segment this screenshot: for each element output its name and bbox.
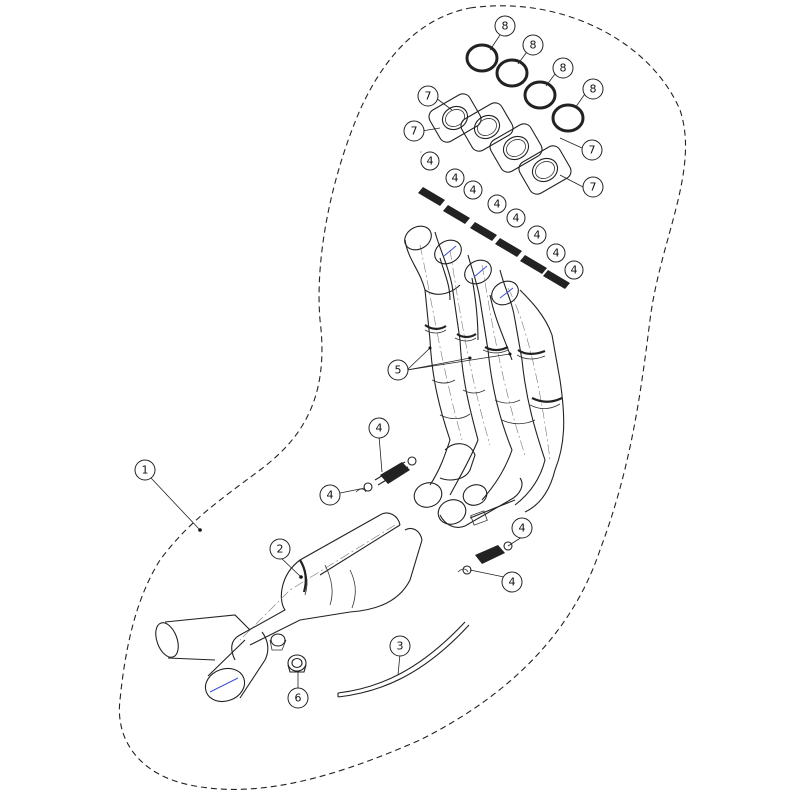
svg-text:3: 3	[397, 640, 404, 653]
flanges	[428, 93, 572, 195]
svg-text:2: 2	[277, 543, 284, 556]
callout-7-c: 7	[581, 139, 603, 161]
callout-7-b: 7	[403, 120, 425, 142]
callout-4-flange-7: 4	[546, 243, 566, 263]
callout-5: 5	[387, 359, 409, 381]
svg-text:8: 8	[560, 62, 567, 75]
callout-6: 6	[287, 687, 309, 709]
svg-text:4: 4	[509, 576, 516, 589]
svg-text:4: 4	[553, 247, 560, 260]
callout-4-flange-5: 4	[506, 208, 526, 228]
header-outlets	[413, 443, 523, 528]
svg-text:4: 4	[427, 155, 434, 168]
svg-text:4: 4	[376, 422, 383, 435]
callout-4-spring-right-upper: 4	[511, 517, 533, 539]
svg-text:7: 7	[590, 181, 597, 194]
callout-4-flange-1: 4	[420, 151, 440, 171]
sensor-plug	[287, 654, 307, 673]
svg-text:4: 4	[571, 264, 578, 277]
svg-text:7: 7	[425, 90, 432, 103]
callout-4-spring-right-lower: 4	[501, 571, 523, 593]
svg-text:8: 8	[590, 83, 597, 96]
callout-3: 3	[389, 635, 411, 657]
callout-4-flange-6: 4	[527, 225, 547, 245]
callout-1: 1	[134, 459, 156, 481]
svg-text:4: 4	[452, 172, 459, 185]
callout-4-flange-2: 4	[445, 168, 465, 188]
callout-8-c: 8	[552, 57, 574, 79]
header-pipes	[404, 231, 565, 513]
gaskets	[465, 43, 585, 133]
mounting-strap	[337, 621, 470, 698]
svg-text:5: 5	[395, 364, 402, 377]
leader-lines	[150, 31, 588, 690]
callout-8-a: 8	[494, 15, 516, 37]
callout-4-spring-upper: 4	[368, 417, 390, 439]
svg-text:4: 4	[513, 212, 520, 225]
svg-text:4: 4	[327, 489, 334, 502]
link-pipe	[155, 512, 423, 703]
svg-text:8: 8	[530, 39, 537, 52]
callout-4-spring-left: 4	[319, 484, 341, 506]
svg-text:6: 6	[295, 692, 302, 705]
callout-7-d: 7	[582, 176, 604, 198]
callout-8-d: 8	[582, 78, 604, 100]
svg-text:1: 1	[142, 464, 149, 477]
svg-text:4: 4	[494, 198, 501, 211]
system-boundary-outline	[118, 5, 687, 790]
springs	[355, 187, 570, 575]
svg-text:7: 7	[589, 144, 596, 157]
svg-text:7: 7	[411, 125, 418, 138]
callout-8-b: 8	[522, 34, 544, 56]
svg-text:4: 4	[519, 522, 526, 535]
svg-text:4: 4	[470, 184, 477, 197]
header-inlets	[404, 225, 519, 306]
callout-2: 2	[269, 538, 291, 560]
svg-text:8: 8	[502, 20, 509, 33]
callout-7-a: 7	[417, 85, 439, 107]
svg-text:4: 4	[534, 229, 541, 242]
callout-4-flange-8: 4	[564, 260, 584, 280]
callout-4-flange-3: 4	[463, 180, 483, 200]
callout-4-flange-4: 4	[487, 194, 507, 214]
